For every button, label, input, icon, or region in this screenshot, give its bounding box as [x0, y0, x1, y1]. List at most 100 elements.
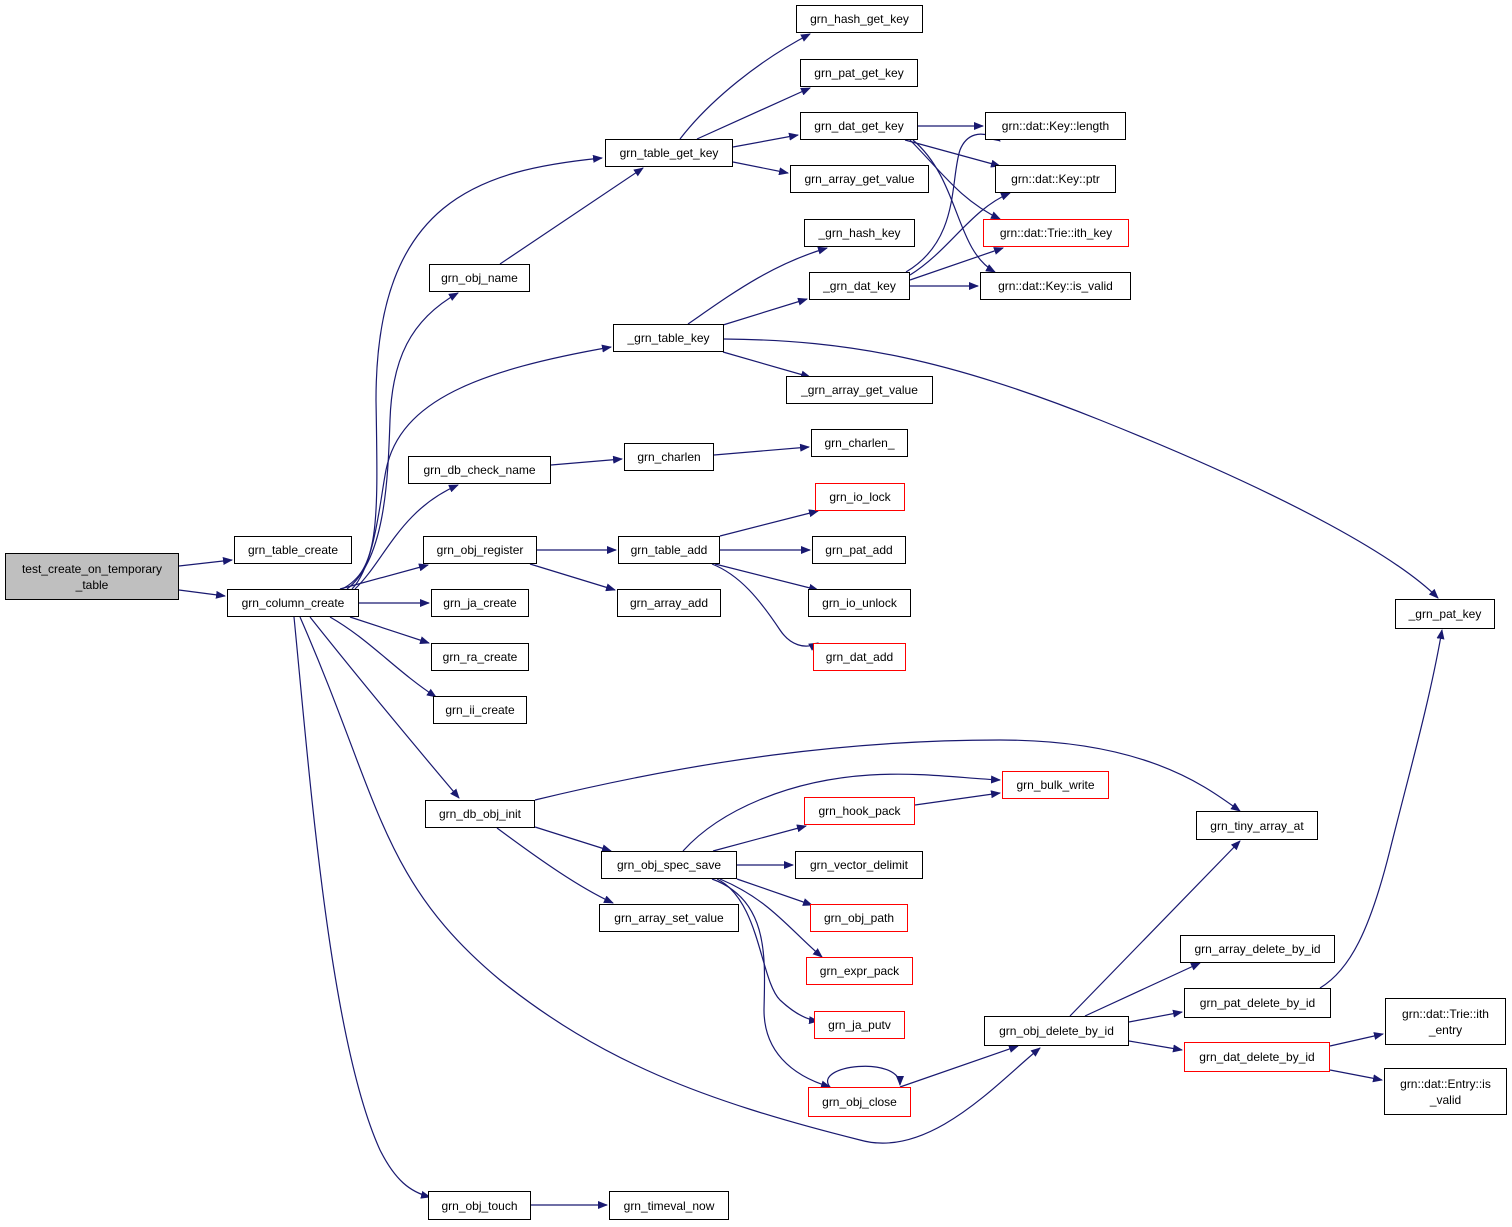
node-grn-charlen-underscore[interactable]: grn_charlen_ [811, 429, 908, 457]
edge-from-table-get-key-to-dat-get-key [732, 132, 799, 148]
node-grn-array-get-value-internal[interactable]: _grn_array_get_value [786, 376, 933, 404]
edge-from-obj-spec-save-to-obj-close [711, 878, 831, 1089]
edge-from-dat-key-internal-to-key-length [905, 132, 1001, 273]
edge-from-obj-close-to-obj-delete-by-id [899, 1045, 1019, 1088]
edge-from-dat-get-key-to-trie-ith-key [909, 139, 1001, 220]
node-grn-bulk-write[interactable]: grn_bulk_write [1002, 771, 1109, 799]
edge-from-column-create-to-table-key-internal [351, 344, 612, 590]
edge-from-db-obj-init-to-tiny-array-at [534, 739, 1241, 812]
node-grn-array-set-value[interactable]: grn_array_set_value [599, 904, 739, 932]
node-grn-hash-key-internal[interactable]: _grn_hash_key [804, 219, 915, 247]
node-grn-dat-trie-ith-key[interactable]: grn::dat::Trie::ith_key [983, 219, 1129, 247]
edge-from-table-get-key-to-hash-get-key [679, 33, 811, 140]
edge-from-obj-delete-by-id-to-dat-delete-by-id [1128, 1040, 1183, 1053]
node-grn-dat-delete-by-id[interactable]: grn_dat_delete_by_id [1184, 1042, 1330, 1072]
node-grn-obj-close[interactable]: grn_obj_close [808, 1087, 911, 1117]
node-grn-pat-add[interactable]: grn_pat_add [812, 536, 906, 564]
edge-from-column-create-to-table-get-key [341, 154, 603, 590]
edge-from-obj-delete-by-id-to-tiny-array-at [1069, 840, 1241, 1017]
edge-from-dat-key-internal-to-trie-ith-key [909, 247, 1004, 281]
edge-from-db-obj-init-to-obj-spec-save [534, 826, 612, 853]
edge-from-table-key-internal-to-hash-key-internal [687, 246, 828, 325]
node-grn-ra-create[interactable]: grn_ra_create [431, 643, 529, 671]
node-grn-dat-key-length[interactable]: grn::dat::Key::length [985, 112, 1126, 140]
node-grn-dat-get-key[interactable]: grn_dat_get_key [800, 112, 918, 140]
node-grn-vector-delimit[interactable]: grn_vector_delimit [795, 851, 923, 879]
edge-from-obj-spec-save-to-obj-path [736, 878, 813, 906]
node-grn-hook-pack[interactable]: grn_hook_pack [804, 797, 915, 825]
node-grn-tiny-array-at[interactable]: grn_tiny_array_at [1196, 811, 1318, 840]
edge-from-column-create-to-obj-register [339, 563, 429, 590]
edge-from-column-create-to-ii-create [329, 616, 437, 698]
edge-from-dat-delete-by-id-to-trie-ith-entry [1329, 1032, 1384, 1047]
edge-from-dat-get-key-to-key-is-valid [912, 139, 996, 273]
node-grn-obj-register[interactable]: grn_obj_register [423, 536, 537, 564]
node-grn-db-check-name[interactable]: grn_db_check_name [408, 456, 551, 484]
node-grn-io-lock[interactable]: grn_io_lock [815, 483, 905, 511]
node-grn-array-get-value[interactable]: grn_array_get_value [790, 165, 929, 193]
edge-from-charlen-to-charlen-underscore [713, 443, 810, 456]
edge-from-obj-name-to-table-get-key [499, 167, 644, 265]
edge-from-table-add-to-io-unlock [714, 563, 819, 592]
node-grn-charlen[interactable]: grn_charlen [624, 443, 714, 471]
edge-from-obj-spec-save-to-bulk-write [682, 773, 1001, 852]
edge-from-obj-register-to-array-add [529, 563, 616, 592]
edge-from-column-create-to-obj-touch [293, 616, 431, 1199]
edge-from-pat-delete-by-id-to-pat-key-internal [1319, 629, 1445, 989]
edge-from-table-get-key-to-array-get-value [732, 161, 789, 176]
node-grn-obj-path[interactable]: grn_obj_path [810, 904, 908, 932]
node-grn-table-get-key[interactable]: grn_table_get_key [605, 139, 733, 167]
node-grn-pat-key-internal[interactable]: _grn_pat_key [1395, 599, 1495, 629]
node-grn-table-create[interactable]: grn_table_create [234, 536, 352, 564]
edge-from-hook-pack-to-bulk-write [914, 790, 1001, 806]
edge-from-obj-close-self [827, 1065, 904, 1088]
edge-from-obj-spec-save-to-hook-pack [712, 824, 807, 852]
edge-from-test-to-table-create [178, 557, 233, 567]
edge-from-dat-get-key-to-key-ptr [904, 139, 1001, 168]
node-grn-timeval-now[interactable]: grn_timeval_now [609, 1191, 729, 1220]
node-grn-ii-create[interactable]: grn_ii_create [433, 696, 527, 724]
node-grn-array-add[interactable]: grn_array_add [617, 589, 721, 617]
node-test-create-on-temporary-table: test_create_on_temporary _table [5, 553, 179, 600]
node-grn-dat-key-internal[interactable]: _grn_dat_key [809, 272, 910, 300]
node-grn-obj-name[interactable]: grn_obj_name [429, 264, 530, 292]
edge-from-obj-delete-by-id-to-pat-delete-by-id [1128, 1009, 1183, 1023]
node-grn-table-key-internal[interactable]: _grn_table_key [613, 324, 724, 352]
node-grn-obj-spec-save[interactable]: grn_obj_spec_save [601, 851, 737, 879]
node-grn-dat-add[interactable]: grn_dat_add [813, 643, 906, 671]
node-grn-column-create[interactable]: grn_column_create [227, 589, 359, 617]
edge-from-db-check-name-to-charlen [550, 455, 623, 466]
node-grn-dat-key-ptr[interactable]: grn::dat::Key::ptr [995, 165, 1116, 193]
edge-from-obj-delete-by-id-to-array-delete-by-id [1084, 962, 1201, 1017]
edge-from-table-key-internal-to-pat-key-internal [723, 338, 1439, 599]
node-grn-obj-touch[interactable]: grn_obj_touch [428, 1191, 531, 1220]
node-grn-dat-entry-is-valid[interactable]: grn::dat::Entry::is _valid [1384, 1068, 1507, 1115]
edge-from-obj-spec-save-to-ja-putv [716, 878, 819, 1025]
node-grn-io-unlock[interactable]: grn_io_unlock [808, 589, 911, 617]
node-grn-db-obj-init[interactable]: grn_db_obj_init [425, 800, 535, 828]
node-grn-dat-trie-ith-entry[interactable]: grn::dat::Trie::ith _entry [1385, 998, 1506, 1045]
node-grn-array-delete-by-id[interactable]: grn_array_delete_by_id [1180, 935, 1335, 963]
edge-from-table-add-to-io-lock [719, 509, 819, 537]
edge-from-table-get-key-to-pat-get-key [696, 87, 811, 140]
node-grn-ja-create[interactable]: grn_ja_create [431, 589, 529, 617]
edge-from-test-to-column-create [178, 589, 226, 599]
node-grn-dat-key-is-valid[interactable]: grn::dat::Key::is_valid [980, 272, 1131, 300]
edge-from-db-obj-init-to-array-set-value [496, 827, 614, 904]
edge-from-table-key-internal-to-array-get-value-internal [722, 351, 811, 379]
node-grn-pat-delete-by-id[interactable]: grn_pat_delete_by_id [1184, 988, 1331, 1018]
node-grn-obj-delete-by-id[interactable]: grn_obj_delete_by_id [984, 1016, 1129, 1046]
node-grn-hash-get-key[interactable]: grn_hash_get_key [796, 5, 923, 33]
edge-from-column-create-to-db-obj-init [309, 616, 460, 799]
edge-from-table-add-to-dat-add [711, 563, 819, 651]
edge-from-column-create-to-obj-name [346, 292, 459, 590]
node-grn-ja-putv[interactable]: grn_ja_putv [814, 1011, 905, 1039]
edge-from-dat-delete-by-id-to-entry-is-valid [1329, 1069, 1383, 1083]
node-grn-expr-pack[interactable]: grn_expr_pack [806, 957, 913, 985]
node-grn-pat-get-key[interactable]: grn_pat_get_key [800, 59, 918, 87]
edge-from-column-create-to-db-check-name [354, 484, 459, 590]
edge-from-column-create-to-ra-create [349, 616, 430, 644]
node-grn-table-add[interactable]: grn_table_add [618, 536, 720, 564]
